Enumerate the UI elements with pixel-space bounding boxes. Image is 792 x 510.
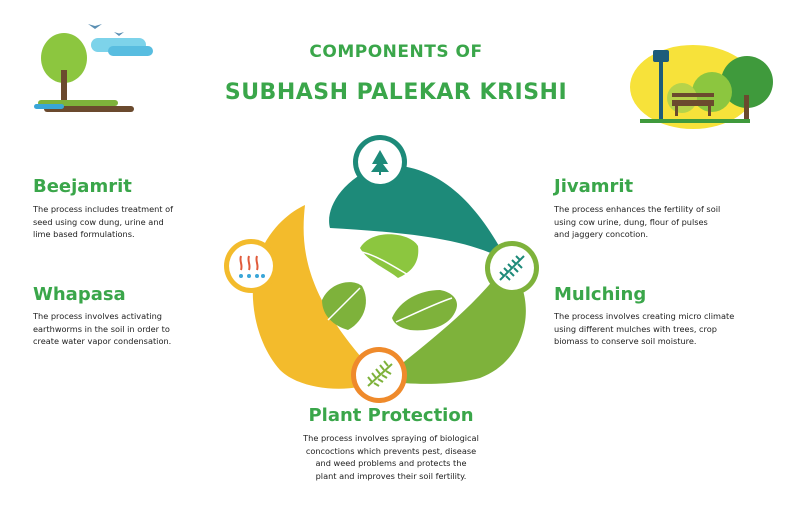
tree-canopy bbox=[721, 56, 773, 108]
component-description-beejamrit: The process includes treatment of seed u… bbox=[33, 204, 173, 239]
tree-trunk bbox=[744, 95, 749, 121]
fern-leaf-icon bbox=[485, 241, 539, 295]
component-title-beejamrit: Beejamrit bbox=[33, 176, 132, 197]
water-strip bbox=[34, 104, 64, 109]
leaf-shape bbox=[360, 234, 419, 278]
bird-icon bbox=[88, 24, 102, 29]
segment-teal bbox=[329, 164, 508, 262]
fern-leaf-icon bbox=[351, 347, 407, 403]
ground-strip bbox=[640, 119, 750, 123]
page-title-line2: SUBHASH PALEKAR KRISHI bbox=[224, 80, 568, 105]
water-vapor-icon bbox=[224, 239, 278, 293]
cloud-shape bbox=[108, 46, 153, 56]
bench-leg bbox=[675, 106, 678, 116]
soil-strip bbox=[44, 106, 134, 112]
bird-icon bbox=[114, 32, 124, 36]
tree-canopy bbox=[41, 33, 87, 83]
bench-leg bbox=[708, 106, 711, 116]
lamp-icon bbox=[653, 50, 669, 62]
bench-back bbox=[672, 93, 714, 97]
bench-seat bbox=[672, 100, 714, 106]
component-description-whapasa: The process involves activating earthwor… bbox=[33, 311, 172, 346]
plant-sprout-icon bbox=[353, 135, 407, 189]
lamp-post bbox=[659, 60, 663, 120]
component-title-mulching: Mulching bbox=[554, 284, 647, 305]
component-title-plant-protection: Plant Protection bbox=[308, 405, 474, 426]
segment-yellow bbox=[252, 205, 382, 389]
component-title-whapasa: Whapasa bbox=[33, 284, 126, 305]
component-description-jivamrit: The process enhances the fertility of so… bbox=[554, 204, 721, 239]
leaf-shape bbox=[392, 290, 458, 331]
segment-green bbox=[382, 262, 526, 384]
tree-trunk bbox=[61, 70, 67, 102]
page-title-line1: COMPONENTS OF bbox=[309, 42, 483, 62]
park-scene-illustration bbox=[630, 45, 773, 129]
component-description-mulching: The process involves creating micro clim… bbox=[554, 311, 735, 346]
component-title-jivamrit: Jivamrit bbox=[554, 176, 634, 197]
tree-scene-illustration bbox=[34, 24, 153, 112]
center-leaves bbox=[322, 234, 458, 331]
component-description-plant-protection: The process involves spraying of biologi… bbox=[303, 433, 479, 481]
